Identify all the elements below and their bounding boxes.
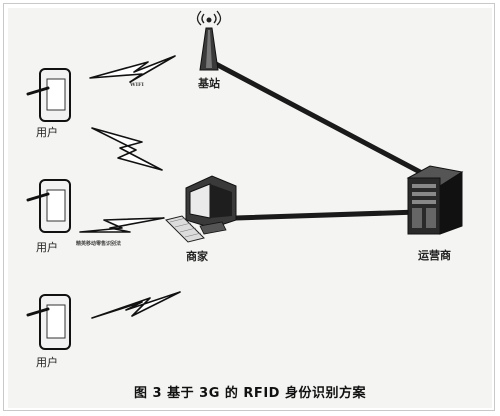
base-station-label: 基站 xyxy=(198,77,220,90)
user-phone-icon-1 xyxy=(26,68,71,122)
mobile-link-label: 精英移动零售识别法 xyxy=(76,241,122,247)
operator-label: 运营商 xyxy=(418,249,451,262)
user-label-3: 用户 xyxy=(36,356,58,369)
figure-caption: 图 3 基于 3G 的 RFID 身份识别方案 xyxy=(134,386,366,401)
base-station-icon xyxy=(196,10,222,71)
merchant-computer-icon xyxy=(185,175,237,235)
link-merchant-to-operator xyxy=(233,209,421,221)
wireless-bolt-wifi xyxy=(89,55,176,83)
wireless-bolt-user3-merchant xyxy=(91,291,181,319)
link-base-to-operator xyxy=(211,60,423,175)
user-label-2: 用户 xyxy=(36,241,58,254)
merchant-label: 商家 xyxy=(186,250,208,263)
user-phone-icon-3 xyxy=(26,294,71,350)
operator-server-icon xyxy=(406,165,464,235)
wireless-bolt-user1-merchant xyxy=(91,127,163,171)
merchant-keyboard-icon xyxy=(165,215,205,243)
wireless-bolt-mobile xyxy=(79,217,165,233)
user-label-1: 用户 xyxy=(36,126,58,139)
wifi-link-label: WIFI xyxy=(130,82,144,88)
user-phone-icon-2 xyxy=(26,179,71,233)
